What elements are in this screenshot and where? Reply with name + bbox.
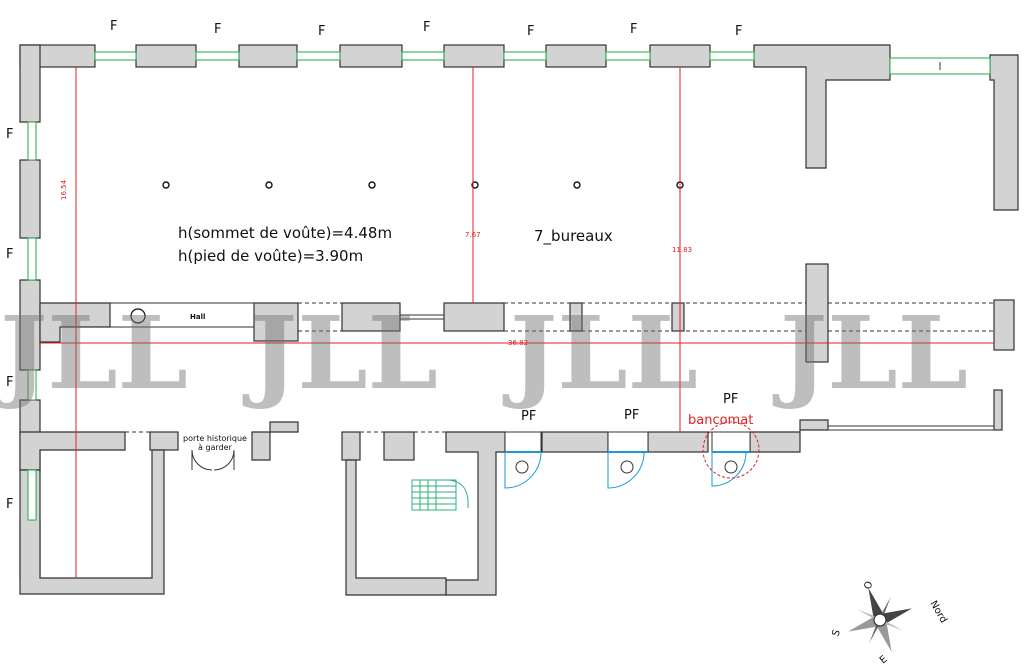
window-mark: F <box>527 24 534 39</box>
wall-top-pier <box>238 44 298 68</box>
window-labels: F F F F F F F F F F F <box>6 19 742 512</box>
window-mark: F <box>423 20 430 35</box>
watermark-text: JLL <box>242 294 438 412</box>
window-top <box>401 51 445 61</box>
door-pf-2 <box>607 431 649 489</box>
window-left <box>27 469 37 521</box>
historic-door-label: porte historique <box>183 434 247 443</box>
watermark-text: JLL <box>772 294 968 412</box>
window-mark: F <box>214 22 221 37</box>
wall-bottom-left <box>19 431 126 471</box>
wall-bottom-right <box>749 419 829 453</box>
door-mark: PF <box>723 392 738 407</box>
window-top <box>709 51 755 61</box>
column-dot <box>162 181 170 189</box>
window-left <box>27 121 37 161</box>
dimension-width: 36.82 <box>508 339 528 347</box>
window-top <box>605 51 651 61</box>
windows <box>27 51 991 521</box>
window-mark: F <box>735 24 742 39</box>
vault-top-height: h(sommet de voûte)=4.48m <box>178 224 392 242</box>
wall-top-pier <box>545 44 607 68</box>
historic-door <box>191 449 235 471</box>
historic-door-label: à garder <box>198 443 233 452</box>
wall-bottom-pier <box>341 431 361 461</box>
door-pf-3 <box>702 421 760 487</box>
wall-left-pier <box>19 159 41 239</box>
wall-left-top <box>19 44 41 123</box>
wall-hall-pier <box>671 302 685 332</box>
dimension-right-height: 11.83 <box>672 246 692 254</box>
wall-lower-mid-room <box>345 459 447 596</box>
wall-bottom-pier <box>647 431 709 453</box>
window-left <box>27 237 37 281</box>
wall-top-pier <box>443 44 505 68</box>
hall-column <box>130 308 146 324</box>
dimension-mid-height: 7.67 <box>465 231 481 239</box>
door-pf-1 <box>504 431 542 489</box>
hall-label: Hall <box>190 313 205 321</box>
stairs <box>411 479 469 511</box>
watermark: JLL JLL JLL JLL <box>0 294 968 412</box>
compass-rose <box>848 588 912 652</box>
atm-label: bancomat <box>688 413 753 428</box>
compass-west: O <box>862 580 875 591</box>
window-mark: F <box>318 24 325 39</box>
compass-east: E <box>878 654 890 666</box>
wall-hall-pier <box>341 302 401 332</box>
dimension-lines <box>40 67 994 578</box>
wall-lower-left-room <box>19 449 165 595</box>
column-dot <box>265 181 273 189</box>
wall-right-edge <box>993 299 1015 351</box>
dimension-left-height: 16.54 <box>60 179 68 200</box>
watermark-text: JLL <box>502 294 698 412</box>
wall-top-pier <box>339 44 403 68</box>
wall-bottom-pier <box>541 431 609 453</box>
front-doors <box>504 421 760 489</box>
door-mark: PF <box>521 409 536 424</box>
compass-north: Nord <box>927 599 948 625</box>
atm-marker <box>702 421 760 479</box>
window-mark: F <box>6 127 13 142</box>
window-mark: F <box>6 375 13 390</box>
wall-bottom-pier <box>383 431 415 461</box>
window-top <box>503 51 547 61</box>
wall-top-pier <box>649 44 711 68</box>
columns <box>162 181 684 189</box>
window-top <box>195 51 240 61</box>
wall-right-column <box>805 263 829 363</box>
wall-bottom-front <box>445 431 506 596</box>
column-dot <box>573 181 581 189</box>
window-mark: F <box>6 247 13 262</box>
walls <box>19 44 1019 596</box>
window-left <box>27 369 37 401</box>
wall-bottom-pier <box>149 431 179 451</box>
compass-south: S <box>830 628 843 638</box>
room-name: 7_bureaux <box>534 227 613 246</box>
wall-bottom-pier <box>251 421 299 461</box>
watermark-text: JLL <box>0 294 188 412</box>
column-dot <box>368 181 376 189</box>
wall-top-right <box>753 44 891 169</box>
window-top <box>94 51 137 61</box>
wall-right-far <box>989 54 1019 211</box>
wall-hall-pier <box>253 302 299 342</box>
wall-top-pier <box>135 44 197 68</box>
window-mark: F <box>6 497 13 512</box>
door-mark: PF <box>624 408 639 423</box>
door-labels: PF PF PF <box>521 392 738 424</box>
wall-right-stub <box>993 389 1003 431</box>
wall-hall-pier <box>443 302 505 332</box>
window-top <box>296 51 341 61</box>
window-mark: F <box>630 22 637 37</box>
window-mark: F <box>110 19 117 34</box>
vault-base-height: h(pied de voûte)=3.90m <box>178 247 363 265</box>
